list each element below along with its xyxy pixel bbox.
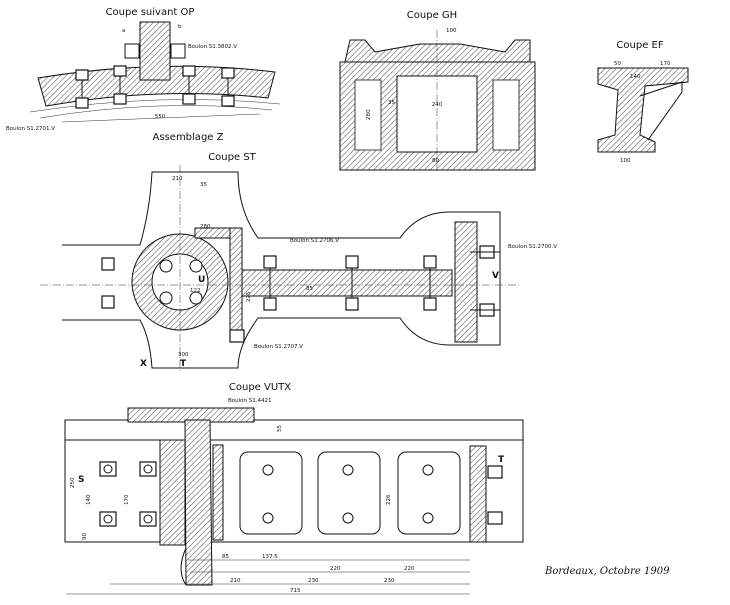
dim-v-230-b: 230 [384,578,395,584]
gh-rail-head [344,39,531,63]
op-curve-line [29,99,281,113]
dim-gh-80: 80 [432,158,439,164]
title-coupe-vutx: Coupe VUTX [229,382,291,393]
dim-v-1375: 137.5 [262,554,278,560]
gh-left-cavity [354,79,382,151]
vutx-left-bolts [99,461,157,527]
dim-v-250: 250 [70,477,76,488]
st-web-bolts [263,255,437,311]
vutx-lower-curve [180,547,212,586]
vutx-right-bolt-bot [487,511,503,525]
dim-gh-280: 280 [366,109,372,120]
label-T-vutx: T [498,455,505,465]
view-coupe-vutx: Coupe VUTX Boulon S1.4421 [64,382,524,595]
dim-v-230: 230 [308,578,319,584]
bolt-label-op-upper: Boulon S1.3802.V [188,44,237,50]
dim-v-90: 90 [82,533,88,540]
dim-v-220-b: 220 [404,566,415,572]
st-outer-contour [62,171,501,369]
title-coupe-gh: Coupe GH [407,10,457,21]
op-top-nut-right [170,43,186,59]
dim-ef-100: 100 [620,158,631,164]
label-V: V [492,271,499,281]
dim-v-210: 210 [230,578,241,584]
dim-ef-170: 170 [660,61,671,67]
vutx-right-bolt-top [487,465,503,479]
title-assemblage-z: Assemblage Z [153,132,224,143]
dim-v-226: 226 [386,494,392,505]
signature: Bordeaux, Octobre 1909 [544,566,670,577]
dim-ef-140: 140 [630,74,641,80]
st-top-flange [194,227,231,239]
st-boss-bolts [159,259,203,305]
vutx-left-plate [159,439,186,546]
ef-t-section [597,67,689,153]
dim-v-715: 715 [290,588,301,594]
view-coupe-gh: Coupe GH 100 240 280 80 35 [339,10,536,172]
dim-ef-50: 50 [614,61,621,67]
view-coupe-op: Coupe suivant OP a b Boulon S1.3802.V 55… [6,7,281,143]
dim-op-550: 550 [155,114,166,120]
view-coupe-ef: Coupe EF 170 50 140 100 [597,40,689,164]
dim-gh-35: 35 [388,100,395,106]
dim-st-280: 280 [200,224,211,230]
dim-v-170: 170 [124,494,130,505]
st-bolt-2707 [229,329,245,343]
dim-st-300: 300 [178,352,189,358]
bolt-label-st-2700: Boulon S1.2700.V [508,244,557,250]
title-coupe-st: Coupe ST [208,152,256,163]
op-dim-line-550 [61,113,261,123]
bolt-label-st-2706: Boulon S1.2706.V [290,238,339,244]
dim-st-35: 35 [200,182,207,188]
gh-right-cavity [492,79,520,151]
dim-st-225: 225 [246,291,252,302]
title-coupe-op: Coupe suivant OP [106,7,195,18]
vutx-right-flange [469,445,487,543]
label-X: X [140,359,147,369]
bolt-label-st-2707: Boulon S1.2707.V [254,344,303,350]
dim-v-220: 220 [330,566,341,572]
dim-v-85: 85 [222,554,229,560]
dim-st-122: 122 [190,288,201,294]
vutx-thin-plate [212,444,224,541]
vutx-panels [239,451,461,535]
label-b: b [178,24,182,30]
op-bolts [75,65,235,109]
vutx-main-frame [64,439,524,543]
st-flange-bolts [470,245,500,317]
vutx-top-rail [64,419,524,441]
bolt-label-vutx-4421: Boulon S1.4421 [228,398,272,404]
st-left-bolt-bot [101,295,115,309]
st-horizontal-web [241,269,453,297]
label-S: S [78,475,84,485]
label-a: a [122,28,125,34]
dim-gh-100: 100 [446,28,457,34]
label-U: U [198,275,205,285]
st-left-bolt-top [101,257,115,271]
dim-v-140: 140 [86,494,92,505]
dim-v-55: 55 [277,425,283,432]
dim-st-85: 85 [306,286,313,292]
op-curve-line-2 [39,105,273,119]
bolt-label-op-lower: Boulon S1.2701.V [6,126,55,132]
dim-st-210: 210 [172,176,183,182]
op-central-rib [139,21,171,81]
st-vertical-plate [229,227,243,341]
title-coupe-ef: Coupe EF [616,40,663,51]
label-T: T [180,359,187,369]
view-coupe-st: Coupe ST [40,152,557,372]
op-top-nut-left [124,43,140,59]
dim-gh-240: 240 [432,102,443,108]
st-right-flange [454,221,478,343]
ef-bracket [639,81,683,141]
